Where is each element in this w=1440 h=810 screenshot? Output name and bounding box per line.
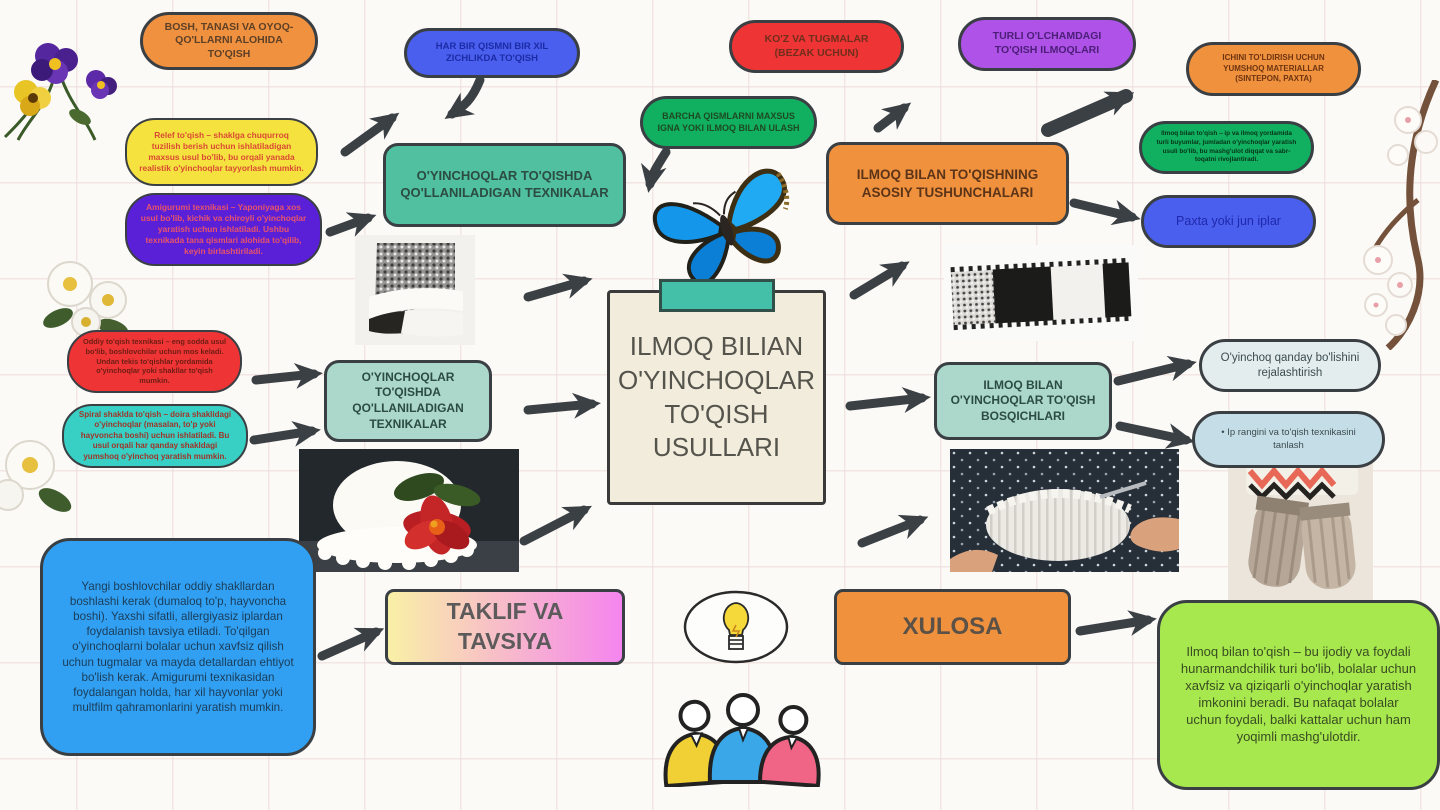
light-bulb-icon [683, 590, 789, 664]
center-title-card: ILMOQ BILIAN O'YINCHOQLAR TO'QISH USULLA… [607, 290, 826, 505]
three-people-icon [663, 693, 821, 787]
node-ip-rangini-label: • Ip rangini va to'qish texnikasini tanl… [1221, 427, 1356, 451]
node-bosqichlari: ILMOQ BILAN O'YINCHOQLAR TO'QISH BOSQICH… [934, 362, 1112, 440]
blossoms [1363, 106, 1438, 336]
node-rejalashtirish: O'yinchoq qanday bo'lishini rejalashtiri… [1199, 339, 1381, 392]
node-barcha-qismlarni: BARCHA QISMLARNI MAXSUS IGNA YOKI ILMOQ … [640, 96, 817, 149]
node-ip-rangini: • Ip rangini va to'qish texnikasini tanl… [1192, 411, 1385, 468]
node-taklif-title-label: TAKLIF VA TAVSIYA [446, 598, 564, 654]
node-texnikalar-left: O'YINCHOQLAR TO'QISHDA QO'LLANILADIGAN T… [324, 360, 492, 442]
node-paxta-iplar: Paxta yoki jun iplar [1141, 195, 1316, 248]
node-bosh-tanasi: BOSH, TANASI VA OYOQ-QO'LLARNI ALOHIDA T… [140, 12, 318, 70]
pattern-cuff [1246, 465, 1358, 501]
node-paxta-label: Paxta yoki jun iplar [1176, 214, 1281, 229]
yellow-pansy [14, 80, 51, 116]
node-taklif-title: TAKLIF VA TAVSIYA [385, 589, 625, 665]
node-ichini-toldirish: ICHINI TO'LDIRISH UCHUN YUMSHOQ MATERIAL… [1186, 42, 1361, 96]
node-turli-olchamdagi: TURLI O'LCHAMDAGI TO'QISH ILMOQLARI [958, 17, 1136, 71]
node-ilmoq-definition: Ilmoq bilan to'qish – ip va ilmoq yordam… [1139, 121, 1314, 174]
hands-crocheting-photo [950, 449, 1179, 572]
node-barcha-label: BARCHA QISMLARNI MAXSUS IGNA YOKI ILMOQ … [657, 110, 800, 133]
node-xulosa-body-label: Ilmoq bilan to'qish – bu ijodiy va foyda… [1180, 644, 1417, 744]
corner-flower-image [0, 440, 72, 512]
node-texnikalar-top-label: O'YINCHOQLAR TO'QISHDA QO'LLANILADIGAN T… [400, 168, 609, 200]
purple-pansy [31, 43, 78, 84]
node-ilmoq-definition-label: Ilmoq bilan to'qish – ip va ilmoq yordam… [1156, 130, 1297, 164]
node-relef-toqish: Relef to'qish – shaklga chuqurroq tuzili… [125, 118, 318, 186]
node-koz-label: KO'Z VA TUGMALAR (BEZAK UCHUN) [764, 32, 869, 59]
center-card-tab [659, 279, 775, 312]
poinsettia-flower [403, 495, 471, 555]
knitted-scarf-photo [944, 245, 1138, 341]
node-texnikalar-left-label: O'YINCHOQLAR TO'QISHDA QO'LLANILADIGAN T… [352, 369, 464, 431]
knitted-mittens-photo [1228, 461, 1373, 603]
node-har-bir-qismni: HAR BIR QISMNI BIR XIL ZICHLIKDA TO'QISH [404, 28, 580, 78]
node-amigurumi-label: Amigurumi texnikasi – Yaponiyaga xos usu… [140, 202, 307, 256]
node-bosqichlari-label: ILMOQ BILAN O'YINCHOQLAR TO'QISH BOSQICH… [950, 377, 1096, 423]
node-spiral-label: Spiral shaklda to'qish – doira shaklidag… [78, 410, 232, 461]
node-koz-va-tugmalar: KO'Z VA TUGMALAR (BEZAK UCHUN) [729, 20, 904, 73]
node-asosiy-tushunchalari: ILMOQ BILAN TO'QISHNING ASOSIY TUSHUNCHA… [826, 142, 1069, 225]
node-bosh-tanasi-label: BOSH, TANASI VA OYOQ-QO'LLARNI ALOHIDA T… [164, 20, 294, 60]
node-rejalashtirish-label: O'yinchoq qanday bo'lishini rejalashtiri… [1220, 351, 1360, 379]
node-asosiy-label: ILMOQ BILAN TO'QISHNING ASOSIY TUSHUNCHA… [856, 166, 1039, 200]
node-ichini-label: ICHINI TO'LDIRISH UCHUN YUMSHOQ MATERIAL… [1222, 53, 1325, 84]
node-xulosa-title: XULOSA [834, 589, 1071, 665]
node-relef-label: Relef to'qish – shaklga chuqurroq tuzili… [139, 130, 304, 173]
node-amigurumi: Amigurumi texnikasi – Yaponiyaga xos usu… [125, 193, 322, 266]
node-oddiy-label: Oddiy to'qish texnikasi – eng sodda usul… [82, 337, 227, 385]
node-taklif-body-label: Yangi boshlovchilar oddiy shakllardan bo… [62, 580, 294, 714]
small-purple-pansy [86, 70, 117, 99]
pansy-flowers-image [3, 43, 117, 141]
crochet-hat-photo [299, 449, 519, 572]
person-pink [757, 704, 821, 787]
node-taklif-body: Yangi boshlovchilar oddiy shakllardan bo… [40, 538, 316, 756]
blossom-branch-image [1363, 80, 1440, 350]
node-oddiy-texnika: Oddiy to'qish texnikasi – eng sodda usul… [67, 330, 242, 393]
node-xulosa-body: Ilmoq bilan to'qish – bu ijodiy va foyda… [1157, 600, 1440, 790]
node-xulosa-title-label: XULOSA [902, 613, 1003, 641]
knitted-sock-photo [355, 235, 475, 345]
page-title: ILMOQ BILIAN O'YINCHOQLAR TO'QISH USULLA… [617, 330, 816, 463]
node-har-bir-qismni-label: HAR BIR QISMNI BIR XIL ZICHLIKDA TO'QISH [435, 40, 549, 64]
node-texnikalar-top: O'YINCHOQLAR TO'QISHDA QO'LLANILADIGAN T… [383, 143, 626, 227]
butterfly-image [652, 168, 790, 286]
node-spiral-toqish: Spiral shaklda to'qish – doira shaklidag… [62, 404, 248, 468]
node-turli-label: TURLI O'LCHAMDAGI TO'QISH ILMOQLARI [992, 30, 1102, 56]
